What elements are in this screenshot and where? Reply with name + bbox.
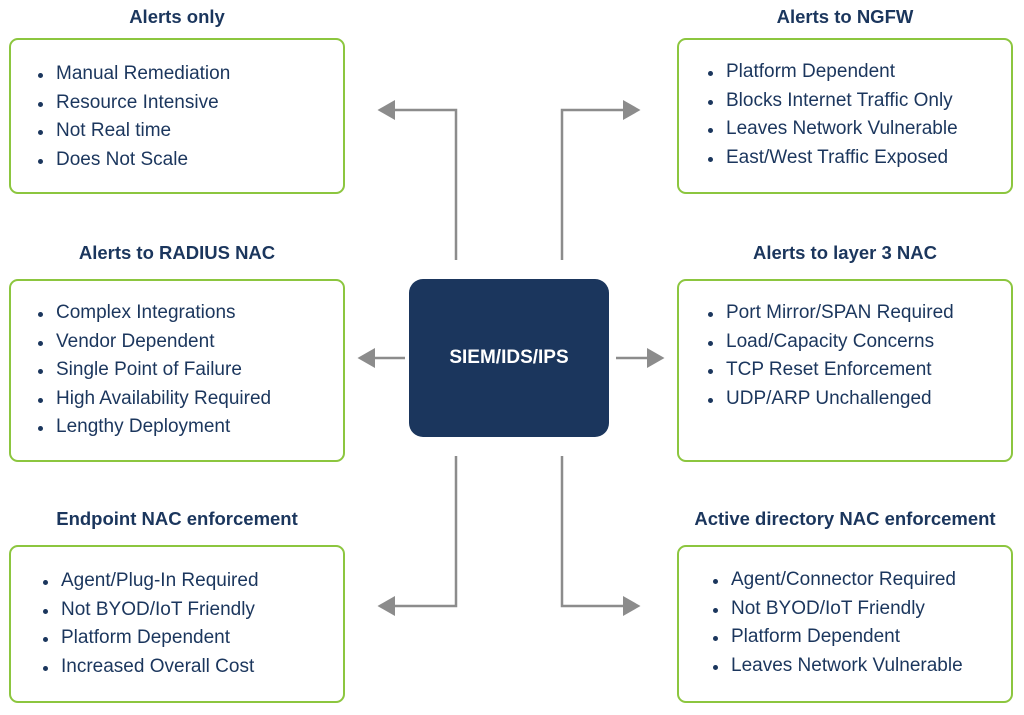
arrow-to-alerts-only [377, 100, 458, 260]
arrow-to-alerts-to-ngfw [560, 100, 641, 260]
list-item: Agent/Plug-In Required [43, 567, 259, 596]
panel-list: Agent/Plug-In Required Not BYOD/IoT Frie… [43, 567, 259, 681]
panel-alerts-to-layer3-nac: Port Mirror/SPAN Required Load/Capacity … [677, 279, 1013, 462]
panel-endpoint-nac: Agent/Plug-In Required Not BYOD/IoT Frie… [9, 545, 345, 703]
panel-title-alerts-to-layer3-nac: Alerts to layer 3 NAC [752, 242, 938, 263]
list-item: Does Not Scale [38, 146, 230, 175]
panel-list: Complex Integrations Vendor Dependent Si… [38, 299, 271, 442]
list-item: Resource Intensive [38, 89, 230, 118]
list-item: Vendor Dependent [38, 328, 271, 357]
panel-alerts-to-ngfw: Platform Dependent Blocks Internet Traff… [677, 38, 1013, 194]
panel-title-endpoint-nac: Endpoint NAC enforcement [56, 508, 298, 529]
panel-alerts-only: Manual Remediation Resource Intensive No… [9, 38, 345, 194]
panel-list: Manual Remediation Resource Intensive No… [38, 60, 230, 174]
list-item: UDP/ARP Unchallenged [708, 385, 954, 414]
list-item: East/West Traffic Exposed [708, 144, 958, 173]
panel-active-directory-nac: Agent/Connector Required Not BYOD/IoT Fr… [677, 545, 1013, 703]
panel-list: Platform Dependent Blocks Internet Traff… [708, 58, 958, 172]
list-item: Not BYOD/IoT Friendly [43, 596, 259, 625]
panel-title-alerts-to-ngfw: Alerts to NGFW [776, 6, 914, 27]
list-item: Platform Dependent [43, 624, 259, 653]
list-item: Leaves Network Vulnerable [713, 652, 963, 681]
list-item: Port Mirror/SPAN Required [708, 299, 954, 328]
list-item: Blocks Internet Traffic Only [708, 87, 958, 116]
list-item: Lengthy Deployment [38, 413, 271, 442]
list-item: Agent/Connector Required [713, 566, 963, 595]
panel-title-active-directory-nac: Active directory NAC enforcement [694, 508, 996, 529]
list-item: Load/Capacity Concerns [708, 328, 954, 357]
list-item: Not BYOD/IoT Friendly [713, 595, 963, 624]
siem-ids-ips-node: SIEM/IDS/IPS [409, 279, 609, 437]
list-item: High Availability Required [38, 385, 271, 414]
list-item: Leaves Network Vulnerable [708, 115, 958, 144]
panel-title-alerts-only: Alerts only [129, 6, 225, 27]
center-label: SIEM/IDS/IPS [449, 347, 569, 368]
list-item: Increased Overall Cost [43, 653, 259, 682]
list-item: Single Point of Failure [38, 356, 271, 385]
arrow-to-active-directory-nac [560, 456, 641, 616]
panel-alerts-to-radius-nac: Complex Integrations Vendor Dependent Si… [9, 279, 345, 462]
panel-title-alerts-to-radius-nac: Alerts to RADIUS NAC [78, 242, 276, 263]
list-item: Manual Remediation [38, 60, 230, 89]
list-item: Not Real time [38, 117, 230, 146]
panel-list: Port Mirror/SPAN Required Load/Capacity … [708, 299, 954, 413]
list-item: Platform Dependent [713, 623, 963, 652]
list-item: TCP Reset Enforcement [708, 356, 954, 385]
list-item: Complex Integrations [38, 299, 271, 328]
arrow-to-endpoint-nac [377, 456, 458, 616]
panel-list: Agent/Connector Required Not BYOD/IoT Fr… [713, 566, 963, 680]
list-item: Platform Dependent [708, 58, 958, 87]
